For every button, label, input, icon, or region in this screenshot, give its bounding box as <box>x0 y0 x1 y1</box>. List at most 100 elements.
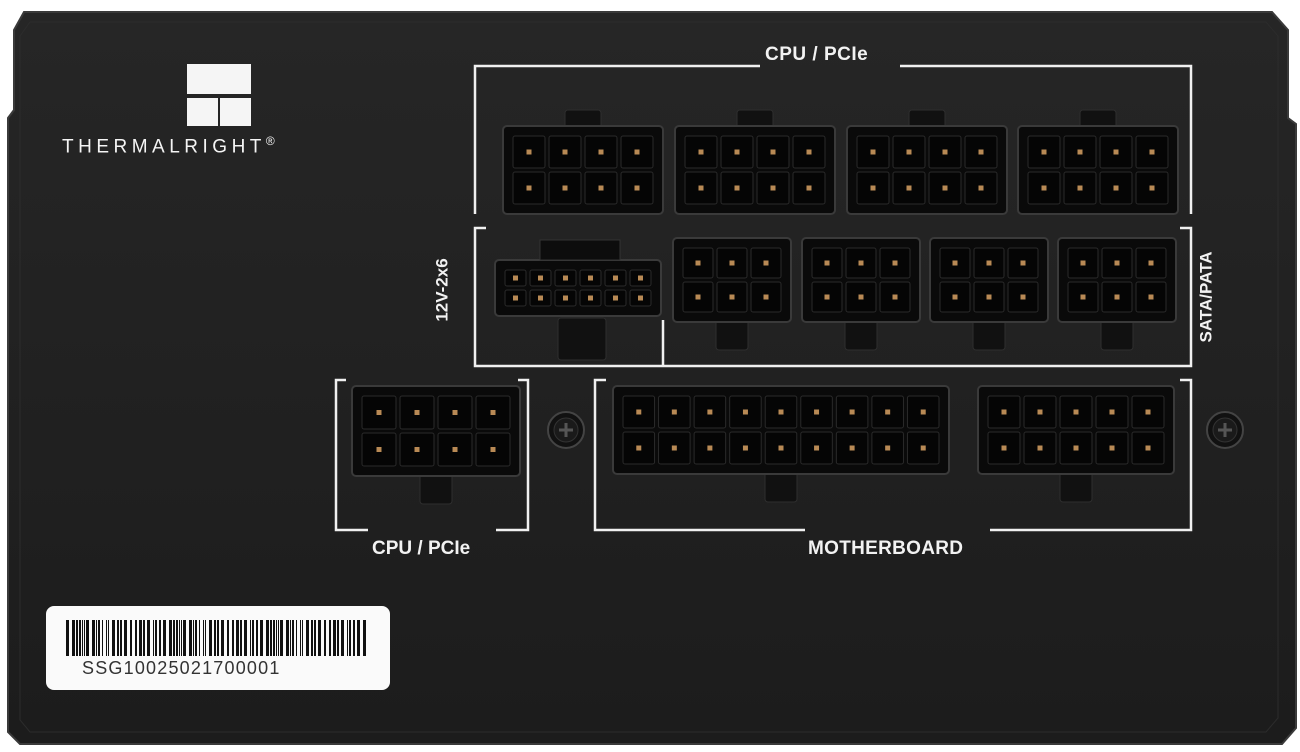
connector-pin <box>707 409 713 415</box>
barcode-bar <box>278 620 279 656</box>
label-motherboard: MOTHERBOARD <box>808 538 964 559</box>
barcode-bar <box>250 620 251 656</box>
connector-pin <box>636 445 642 451</box>
barcode-bar <box>189 620 192 656</box>
barcode-bar <box>300 620 301 656</box>
barcode-bar <box>341 620 344 656</box>
barcode-bar <box>244 620 247 656</box>
connector-pin <box>526 149 532 155</box>
connector-pin <box>634 149 640 155</box>
barcode-bar <box>143 620 145 656</box>
connector-pin <box>814 445 820 451</box>
connector-pin <box>1109 445 1115 451</box>
barcode-bar <box>227 620 229 656</box>
connector-pin <box>770 185 776 191</box>
connector-pin <box>742 409 748 415</box>
barcode-bar <box>72 620 75 656</box>
connector-pin <box>376 410 382 415</box>
serial-number: SSG10025021700001 <box>82 658 281 678</box>
connector-group <box>351 109 1179 505</box>
connector-pin <box>952 294 958 300</box>
connector-pin <box>1148 260 1154 266</box>
connector-pin <box>513 295 518 301</box>
connector-pin <box>1109 409 1115 415</box>
connector-pin <box>707 445 713 451</box>
connector-pin <box>1114 294 1120 300</box>
connector-pin <box>1113 149 1119 155</box>
connector-pin <box>1113 185 1119 191</box>
connector-pin <box>490 447 496 452</box>
connector-pin <box>1001 445 1007 451</box>
cpu-pcie-bottom-outline <box>334 378 530 532</box>
barcode-bar <box>195 620 197 656</box>
barcode-bar <box>139 620 142 656</box>
connector-pin <box>1073 409 1079 415</box>
sata-pata-connector-2 <box>801 237 921 351</box>
connector-pin <box>695 260 701 266</box>
connector-pin <box>598 185 604 191</box>
connector-pin <box>778 409 784 415</box>
connector-pin <box>613 295 618 301</box>
connector-pin <box>1037 409 1043 415</box>
barcode-bar <box>221 620 224 656</box>
connector-pin <box>490 410 496 415</box>
cpu-pcie-top-connector-3 <box>846 109 1008 215</box>
barcode-bar <box>363 620 366 656</box>
connector-pin <box>588 295 593 301</box>
connector-pin <box>1073 445 1079 451</box>
connector-pin <box>858 260 864 266</box>
barcode-bar <box>183 620 186 656</box>
connector-pin <box>734 149 740 155</box>
barcode-bar <box>205 620 206 656</box>
connector-pin <box>1080 260 1086 266</box>
12v-2x6-connector <box>494 259 662 317</box>
connector-pin <box>986 294 992 300</box>
connector-pin <box>634 185 640 191</box>
barcode-bar <box>120 620 122 656</box>
connector-pin <box>870 185 876 191</box>
barcode-bar <box>102 620 103 656</box>
screw-right-icon <box>1206 411 1244 449</box>
connector-pin <box>698 185 704 191</box>
brand-name: THERMALRIGHT® <box>62 134 275 158</box>
connector-pin <box>526 185 532 191</box>
sata-pata-connector-3 <box>929 237 1049 351</box>
barcode-bar <box>130 620 132 656</box>
barcode-bar <box>290 620 291 656</box>
barcode-bar <box>181 620 182 656</box>
barcode-bar <box>266 620 269 656</box>
barcode-bar <box>306 620 309 656</box>
barcode-bar <box>169 620 172 656</box>
connector-pin <box>978 149 984 155</box>
barcode-bar <box>82 620 83 656</box>
barcode-bar <box>273 620 275 656</box>
barcode-bar <box>240 620 242 656</box>
connector-pin <box>986 260 992 266</box>
connector-pin <box>770 149 776 155</box>
barcode-bar <box>296 620 297 656</box>
barcode-bar <box>147 620 150 656</box>
connector-pin <box>978 185 984 191</box>
connector-pin <box>920 409 926 415</box>
connector-pin <box>1149 149 1155 155</box>
connector-pin <box>1077 149 1083 155</box>
cpu-pcie-top-connector-1 <box>502 109 664 215</box>
barcode-bar <box>179 620 180 656</box>
connector-pin <box>562 185 568 191</box>
barcode-bar <box>79 620 81 656</box>
12v-sense-pins <box>539 239 621 261</box>
connector-pin <box>562 149 568 155</box>
label-sata-pata: SATA/PATA <box>1196 251 1216 343</box>
label-12v-2x6: 12V-2x6 <box>432 258 452 322</box>
12v-latch <box>557 317 607 361</box>
connector-pin <box>734 185 740 191</box>
barcode-bar <box>155 620 157 656</box>
cpu-pcie-bottom-connector <box>351 385 521 505</box>
panel-inner-edge <box>19 21 1279 733</box>
connector-pin <box>942 149 948 155</box>
connector-pin <box>538 275 543 281</box>
connector-pin <box>1020 260 1026 266</box>
connector-pin <box>695 294 701 300</box>
brand-name-text: THERMALRIGHT <box>62 136 266 158</box>
barcode-icon <box>66 620 366 656</box>
